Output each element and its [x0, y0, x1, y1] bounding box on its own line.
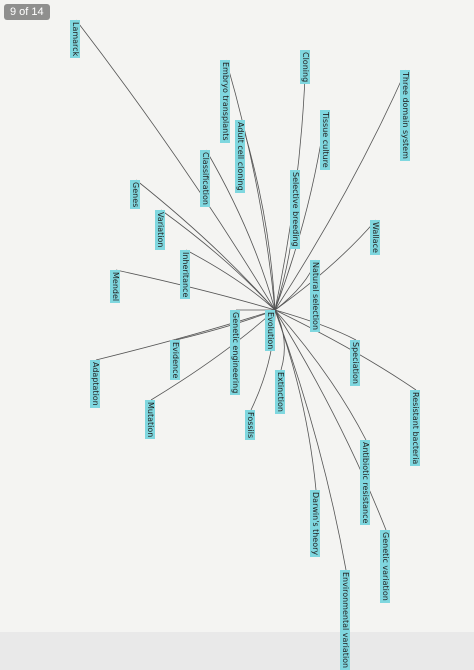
mindmap-node: Adult cell cloning — [235, 120, 245, 193]
mindmap-node: Mutation — [145, 400, 155, 440]
mindmap-node: Genes — [130, 180, 140, 210]
mindmap-node: Classification — [200, 150, 210, 207]
mindmap-node: Adaptation — [90, 360, 100, 408]
mindmap-node: Environmental variation — [340, 570, 350, 670]
mindmap-node: Evidence — [170, 340, 180, 381]
mindmap-node: Evolution — [265, 310, 275, 352]
mindmap-node: Resistant bacteria — [410, 390, 420, 467]
connector-line — [274, 69, 407, 311]
mindmap-node: Lamarck — [70, 20, 80, 59]
connector-line — [240, 119, 276, 311]
mindmap-node: Cloning — [300, 50, 310, 85]
connector-line — [150, 309, 276, 401]
mind-map: Evolution Natural selection Selective bree… — [60, 10, 460, 670]
mindmap-node: Extinction — [275, 370, 285, 414]
mindmap-node: Tissue culture — [320, 110, 330, 170]
connector-line — [225, 59, 276, 311]
mindmap-node: Darwin's theory — [310, 490, 320, 558]
page-counter: 9 of 14 — [4, 4, 50, 20]
connector-line — [185, 249, 276, 311]
mindmap-node: Variation — [155, 210, 165, 250]
mindmap-node: Natural selection — [310, 260, 320, 333]
connector-line — [115, 269, 276, 311]
mindmap-node: Selective breeding — [290, 170, 300, 249]
connector-line — [135, 179, 276, 311]
mindmap-node: Inheritance — [180, 250, 190, 300]
connector-line — [274, 309, 285, 371]
mindmap-node: Antibiotic resistance — [360, 440, 370, 526]
connector-line — [205, 149, 276, 311]
mindmap-node: Fossils — [245, 410, 255, 441]
mindmap-node: Three domain system — [400, 70, 410, 161]
connector-line — [75, 19, 276, 311]
mindmap-node: Mendel — [110, 270, 120, 304]
mindmap-node: Embryo transplants — [220, 60, 230, 143]
connector-line — [274, 309, 367, 441]
connector-line — [95, 309, 276, 361]
connector-line — [274, 309, 357, 341]
mindmap-node: Speciation — [350, 340, 360, 386]
mindmap-node: Genetic variation — [380, 530, 390, 603]
mindmap-node: Wallace — [370, 220, 380, 255]
connector-line — [274, 219, 377, 311]
connector-line — [274, 309, 387, 531]
mindmap-node: Genetic engineering — [230, 310, 240, 396]
connector-line — [274, 309, 347, 571]
